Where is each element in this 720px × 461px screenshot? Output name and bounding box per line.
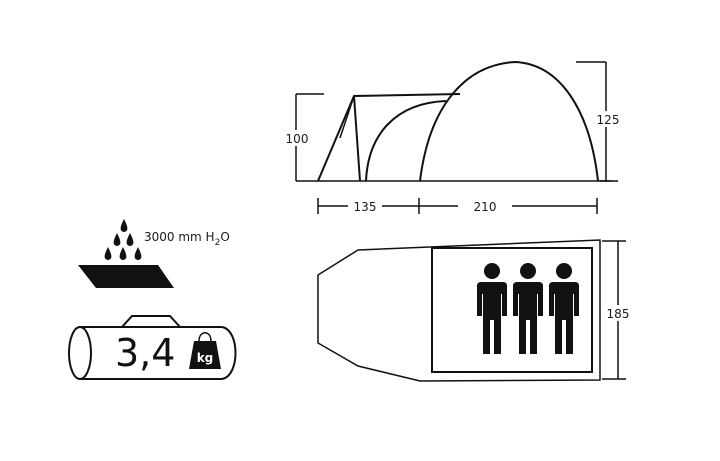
length-dim	[317, 198, 598, 214]
person-icons	[477, 263, 579, 354]
bag-end-left	[68, 326, 92, 380]
person-icon	[549, 263, 579, 354]
height-inner-label: 125	[597, 113, 620, 127]
length-inner-label: 210	[474, 200, 497, 214]
vestibule-pole	[339, 95, 355, 139]
vestibule-shell	[317, 93, 461, 182]
width-bg	[604, 305, 632, 321]
ground-sheet-icon	[78, 265, 174, 288]
weight-value: 3,4	[115, 331, 175, 375]
bag-handle	[121, 315, 181, 328]
length-vestibule-label: 135	[354, 200, 377, 214]
water-drops-icon	[104, 219, 142, 260]
inner-tent-floor	[431, 247, 593, 373]
top-outline	[317, 239, 601, 382]
packed-bag-icon: 3,4 kg	[68, 315, 237, 380]
person-icon	[513, 263, 543, 354]
bag-body	[80, 326, 222, 380]
side-view: 100 125 135 210	[283, 60, 622, 214]
kg-weight-icon: kg	[189, 332, 221, 369]
bag-end-right	[221, 326, 237, 380]
top-view: 185	[317, 239, 632, 382]
width-label: 185	[607, 307, 630, 321]
inner-tent-arch	[365, 100, 447, 182]
weight-unit: kg	[197, 351, 214, 365]
waterproof-label: 3000 mm H2O	[144, 230, 230, 248]
height-inner-bg	[594, 111, 622, 127]
main-dome	[419, 60, 599, 182]
person-icon	[477, 263, 507, 354]
waterproof-icon: 3000 mm H2O	[78, 219, 230, 288]
height-vestibule-label: 100	[286, 132, 309, 146]
vestibule-door-edge	[353, 95, 361, 182]
height-vestibule-bg	[283, 130, 311, 146]
